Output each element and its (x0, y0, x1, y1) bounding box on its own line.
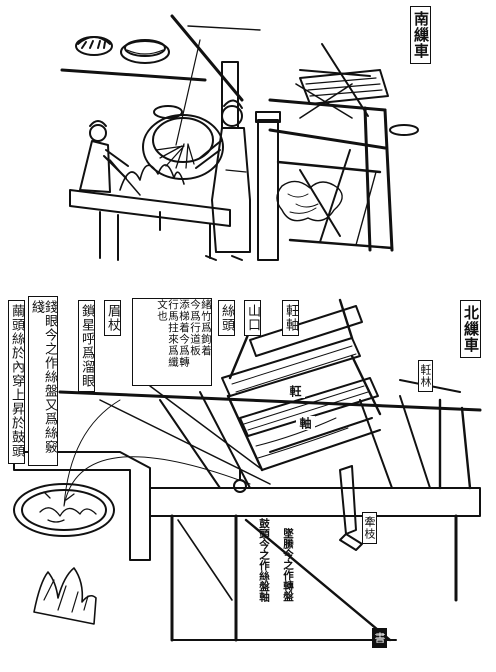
top-scene (60, 14, 419, 261)
label-xi-tou: 絲頭 (218, 300, 235, 336)
label-gu-lun: 軖軸 (282, 300, 299, 336)
seal-stamp: 書 (372, 628, 387, 648)
note-col-4: 行馬拄來爲纖 (166, 299, 179, 368)
label-shan-kou: 山口 (244, 300, 261, 336)
reel-drum (221, 298, 382, 472)
label-suo-yan: 鎖星呼爲溜眼 (78, 300, 95, 392)
bottom-note-a: 鼓頭今之作絲盤軸 (258, 518, 271, 602)
woman-left (79, 120, 141, 196)
boiling-pot-bottom (13, 483, 115, 537)
reel-frame-top (170, 14, 419, 261)
fire (119, 164, 185, 191)
silk-bundle (276, 180, 343, 222)
top-title: 南繅車 (410, 6, 431, 64)
stove-platform (13, 451, 151, 561)
bottom-title: 北繅車 (460, 300, 481, 358)
tray-icon (120, 39, 170, 64)
bottom-scene (13, 298, 482, 642)
bench (69, 189, 231, 261)
woman-right (195, 99, 251, 261)
bottom-note-b: 墜縢今之作轉盤 (282, 528, 295, 602)
basket-icon (75, 36, 113, 56)
label-jin-bing: 牽枝 (362, 512, 377, 544)
note-col-1: 緒竹爲鉤着 (200, 299, 212, 357)
label-mei-zhang: 眉杖 (104, 300, 121, 336)
frame-text-zhou: 軸 (296, 416, 315, 430)
note-block: 緒竹爲鉤着 今爲行道板 添梯着今爲轉 行馬拄來爲纖 文也 (132, 298, 212, 386)
label-zhuang-lin: 軠林 (418, 360, 433, 392)
note-col-3: 添梯着今爲轉 (177, 299, 190, 368)
label-qian-yan-2: 繭頭絲於內穿上昇於鼓頭 (8, 300, 25, 464)
label-qian-yan: 錢眼今之作絲盤又爲絲竅綫 (28, 296, 58, 466)
note-col-2: 今爲行道板 (188, 299, 201, 357)
note-col-5: 文也 (155, 299, 168, 322)
crank-handle (233, 465, 363, 551)
reel-frame-bottom (149, 391, 481, 642)
firewood (33, 567, 97, 625)
frame-text-kuang: 軖 (286, 384, 305, 398)
